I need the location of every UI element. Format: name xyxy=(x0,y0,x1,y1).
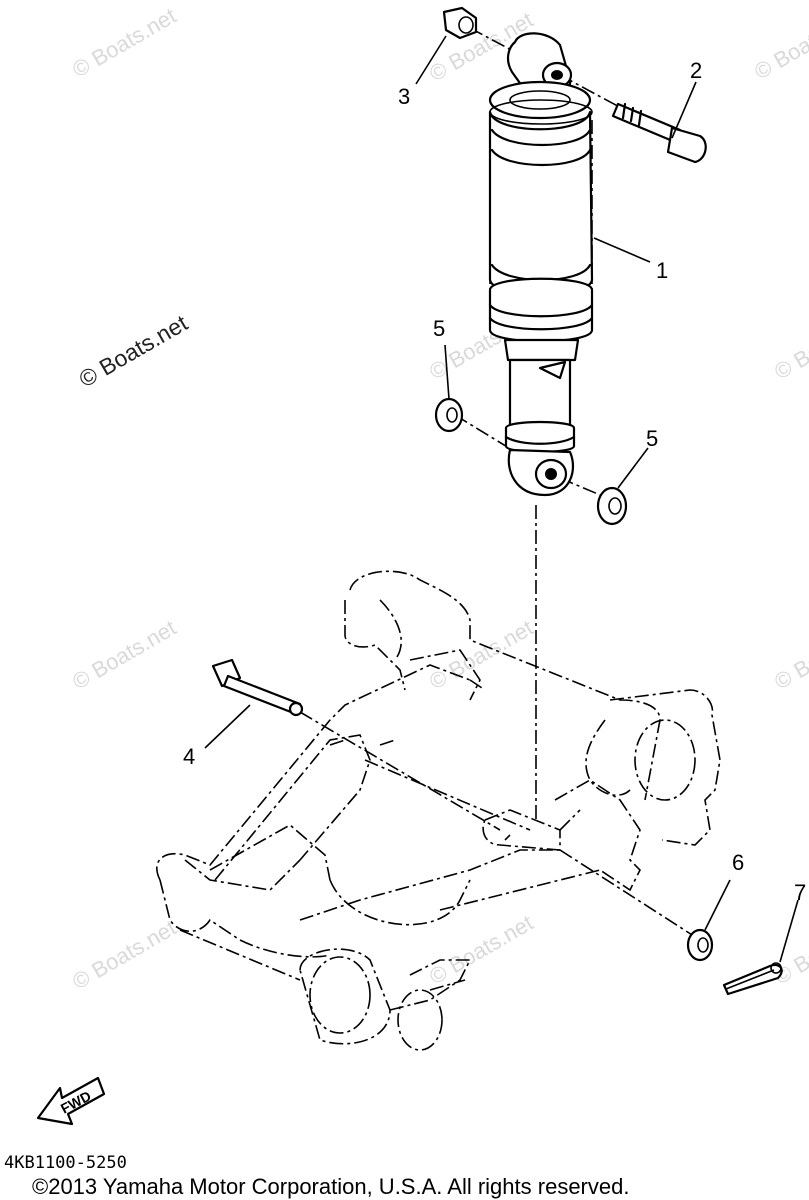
callout-labels: 1 2 3 4 5 5 6 7 xyxy=(183,58,806,905)
watermark: © Boats.net xyxy=(750,5,809,84)
washer-upper[interactable] xyxy=(434,344,464,433)
washer-lower[interactable] xyxy=(596,447,649,526)
lower-washer[interactable] xyxy=(686,879,731,962)
callout-6: 6 xyxy=(732,850,744,875)
watermark-prominent: © Boats.net xyxy=(75,309,193,392)
cotter-pin[interactable] xyxy=(722,899,799,996)
watermark: © Boats.net xyxy=(770,615,809,694)
fwd-arrow-icon: FWD xyxy=(36,1076,106,1126)
diagram-code: 4KB1100-5250 xyxy=(4,1153,127,1173)
upper-bolt[interactable] xyxy=(611,81,707,164)
watermark: © Boats.net xyxy=(425,910,537,989)
rear-shock-absorber[interactable] xyxy=(488,32,651,497)
watermark: © Boats.net xyxy=(68,915,180,994)
lower-bolt[interactable] xyxy=(204,658,304,749)
callout-1: 1 xyxy=(656,258,668,283)
watermark: © Boats.net xyxy=(425,615,537,694)
rear-arm-assembly xyxy=(156,570,721,1051)
watermark: © Boats.net xyxy=(68,3,180,82)
watermark: © Boats.net xyxy=(770,305,809,384)
callout-3: 3 xyxy=(398,84,410,109)
copyright-notice: ©2013 Yamaha Motor Corporation, U.S.A. A… xyxy=(32,1174,629,1199)
callout-5-lower: 5 xyxy=(646,426,658,451)
callout-7: 7 xyxy=(794,880,806,905)
callout-5-upper: 5 xyxy=(433,316,445,341)
callout-2: 2 xyxy=(690,58,702,83)
upper-nut[interactable] xyxy=(415,6,478,85)
callout-4: 4 xyxy=(183,744,195,769)
watermark: © Boats.net xyxy=(68,615,180,694)
